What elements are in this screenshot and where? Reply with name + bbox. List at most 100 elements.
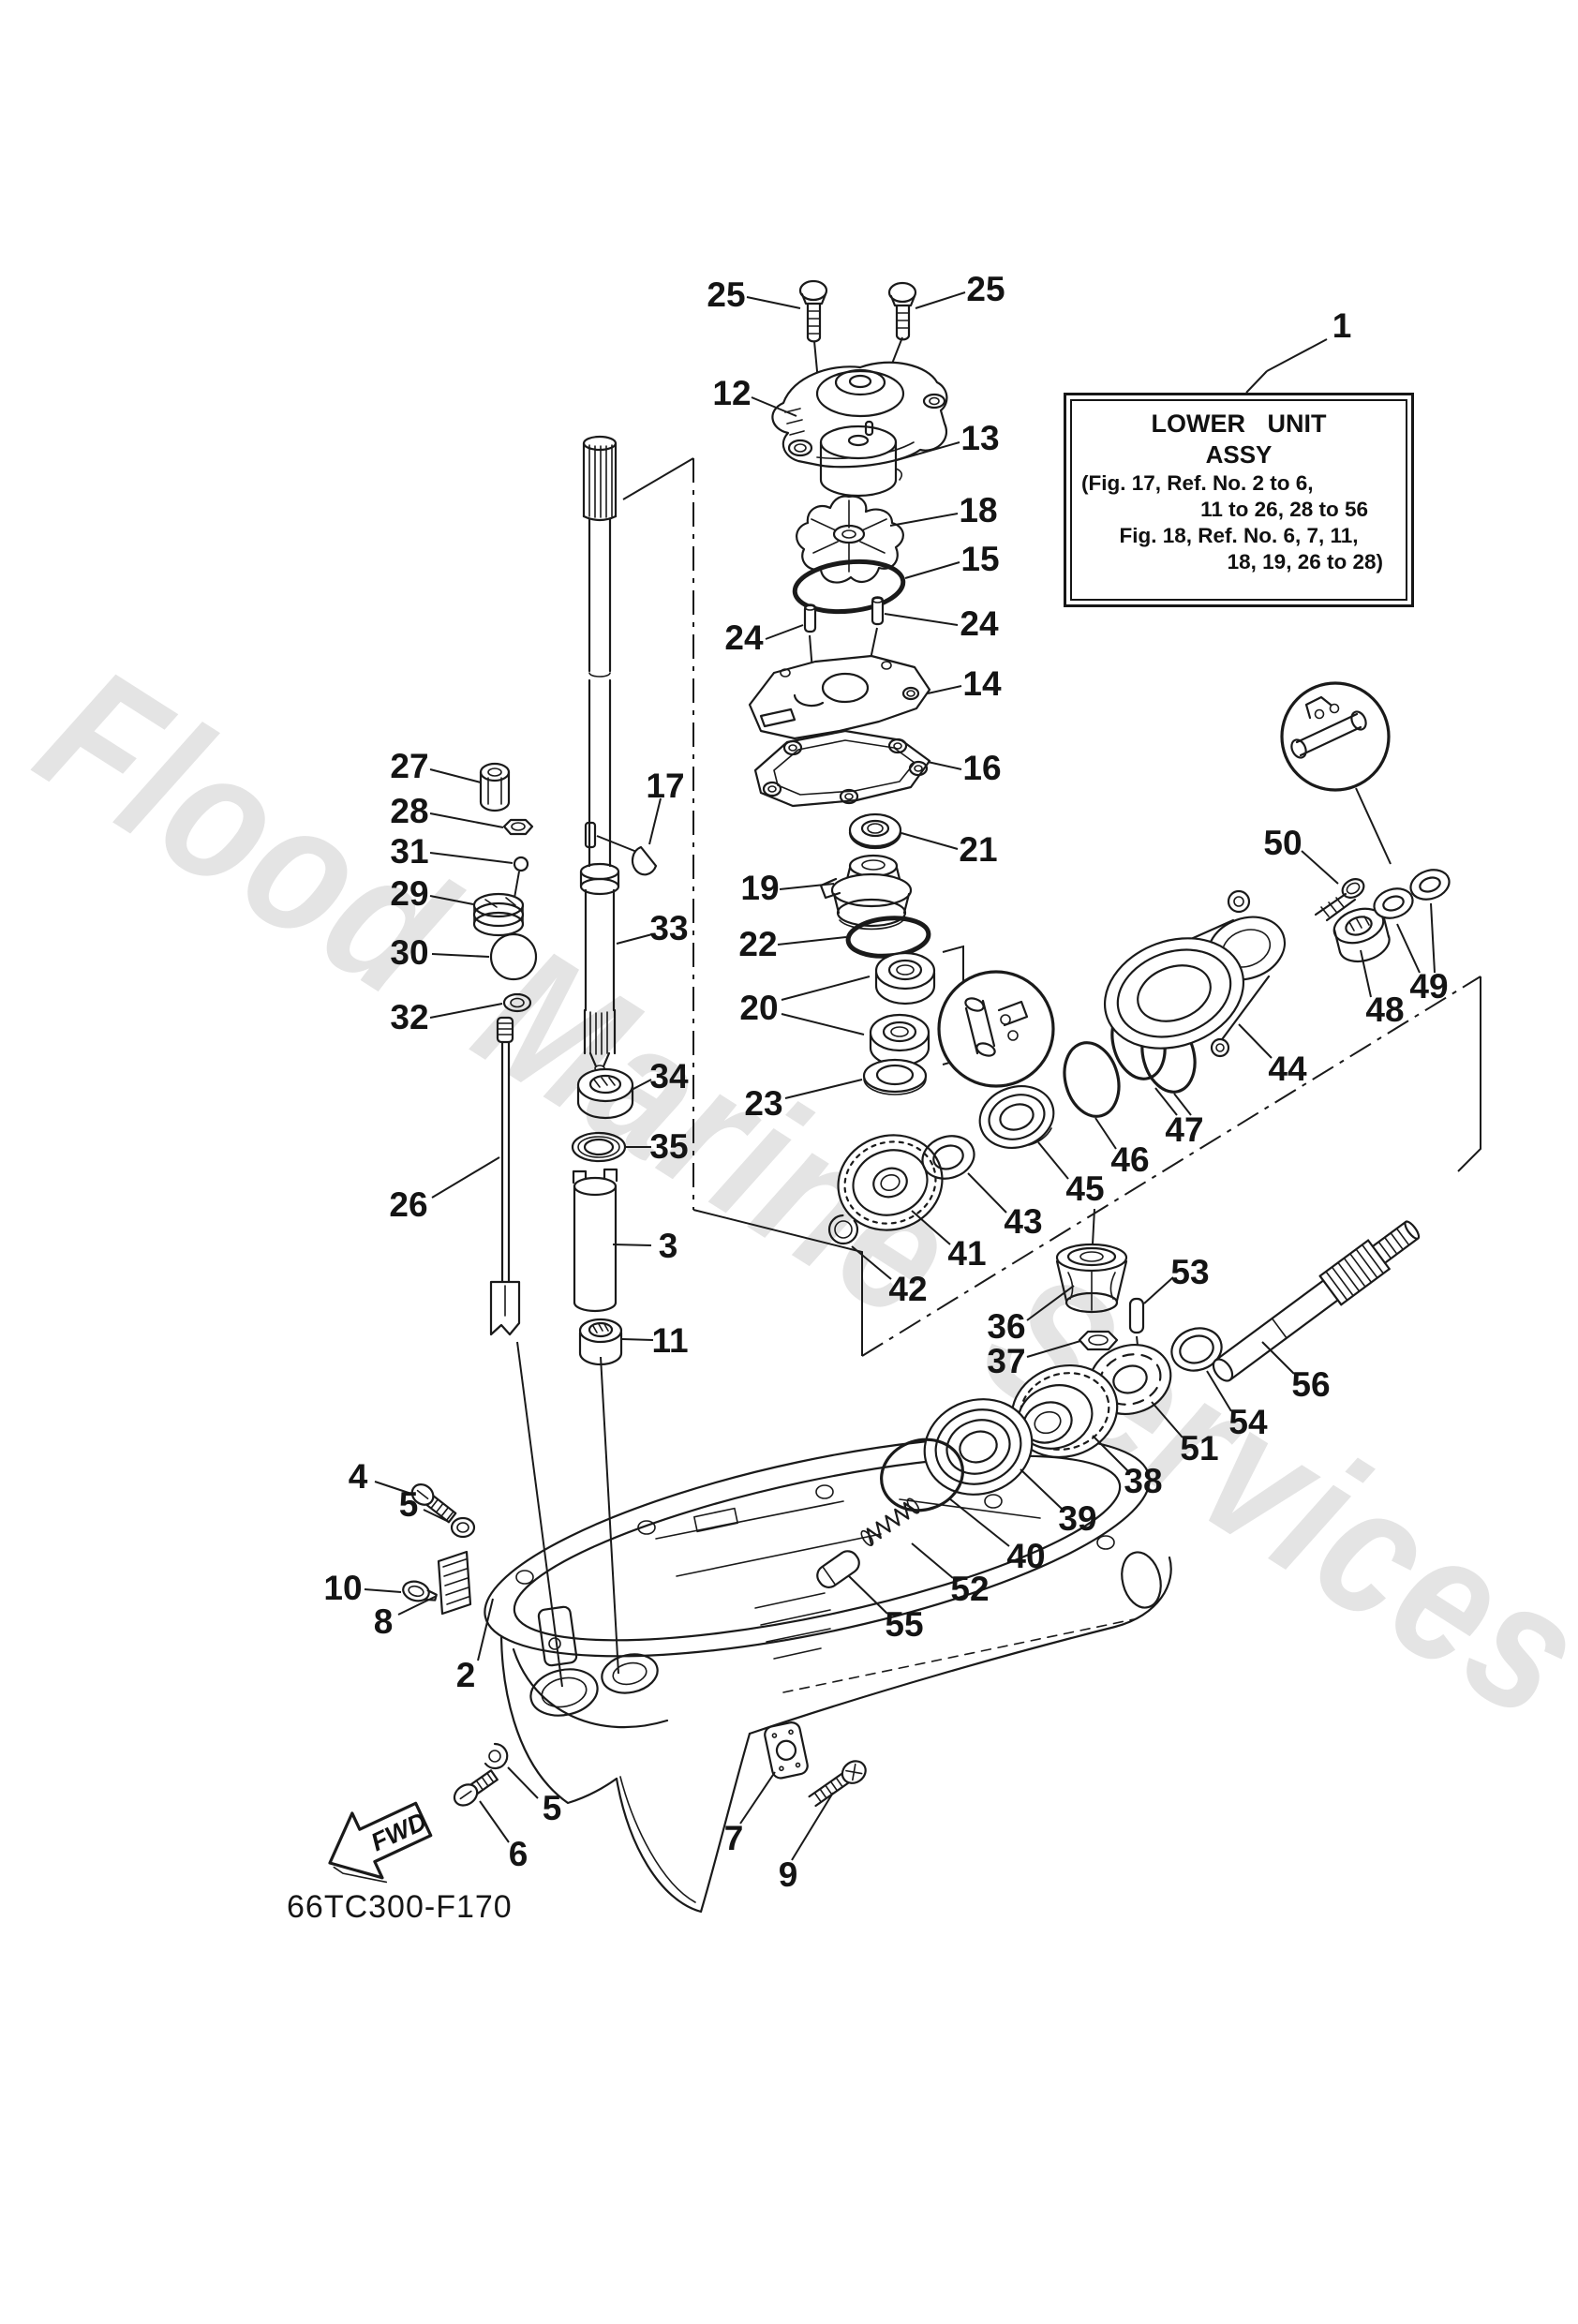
spring-clip-42: [827, 1214, 859, 1245]
propeller-shaft-56: [1212, 1220, 1421, 1382]
callout-42: 42: [888, 1270, 927, 1308]
callout-54: 54: [1228, 1403, 1268, 1441]
oring-22: [845, 916, 931, 959]
callout-23: 23: [744, 1084, 782, 1123]
driveshaft-sleeve-3: [572, 1168, 618, 1313]
washer-32: [502, 992, 532, 1013]
detail-inset-circle: [937, 970, 1055, 1088]
callout-leader-20: [781, 1013, 865, 1035]
callout-leader-37: [1026, 1340, 1081, 1358]
reverse-gear-38: [1010, 1363, 1119, 1459]
bearing-20-lower: [869, 1013, 930, 1067]
callout-leader-38: [1092, 1435, 1129, 1472]
case-fasteners-group: [402, 1483, 867, 1808]
callout-28: 28: [390, 792, 428, 830]
callout-leader-56: [1261, 1341, 1295, 1375]
callout-5: 5: [543, 1789, 562, 1827]
callout-leader-52: [911, 1542, 954, 1579]
spring-52: [860, 1497, 920, 1546]
callout-44: 44: [1268, 1050, 1307, 1088]
callout-leader-51: [1151, 1401, 1184, 1438]
spacer-27: [479, 762, 511, 812]
callout-leader-2: [477, 1598, 494, 1661]
callout-33: 33: [649, 909, 688, 947]
oring-40: [880, 1438, 964, 1512]
pump-oring-15: [792, 559, 906, 615]
drawing-code: 66TC300-F170: [287, 1889, 513, 1925]
callout-31: 31: [390, 832, 428, 871]
callout-leader-49: [1396, 923, 1421, 974]
callout-16: 16: [962, 749, 1001, 787]
water-pump-group: [748, 279, 1055, 1095]
callout-43: 43: [1004, 1202, 1042, 1241]
pump-screw-25-left: [798, 279, 828, 343]
callout-46: 46: [1110, 1140, 1149, 1179]
callout-leader-32: [429, 1003, 503, 1019]
callout-leader-24: [765, 624, 804, 640]
callout-leader-13: [896, 441, 960, 461]
washer-5-upper: [450, 1516, 476, 1539]
callout-32: 32: [390, 998, 428, 1036]
callout-leader-36: [1026, 1285, 1075, 1321]
callout-45: 45: [1065, 1169, 1104, 1208]
seal-pair-49: [1373, 869, 1451, 919]
callout-leader-46: [1094, 1117, 1117, 1150]
lower-unit-assy-box: LOWER UNIT ASSY (Fig. 17, Ref. No. 2 to …: [1064, 393, 1414, 607]
trim-anode-7: [764, 1721, 809, 1780]
callout-leader-30: [431, 953, 490, 958]
screw-6: [453, 1769, 499, 1807]
callout-leader-3: [612, 1244, 652, 1246]
callout-5: 5: [399, 1485, 419, 1524]
callout-leader-33: [616, 933, 653, 945]
plug-10: [402, 1580, 438, 1602]
callout-leader-7: [739, 1771, 776, 1825]
callout-53: 53: [1170, 1253, 1209, 1291]
assy-box-title-line1: LOWER UNIT: [1151, 410, 1327, 438]
callout-39: 39: [1058, 1499, 1096, 1538]
oring-30: [489, 932, 538, 981]
callout-leader-55: [848, 1575, 888, 1615]
bearing-carrier-44: [1103, 889, 1287, 1058]
callout-4: 4: [349, 1457, 368, 1496]
callout-38: 38: [1124, 1462, 1162, 1500]
callout-leader-4: [374, 1481, 415, 1496]
reverse-gear-group: [816, 1363, 1119, 1588]
callout-29: 29: [390, 874, 428, 913]
assy-box-ref-line4: 18, 19, 26 to 28): [1227, 550, 1383, 574]
callout-48: 48: [1365, 991, 1404, 1029]
callout-leader-6: [479, 1800, 510, 1843]
bolt-50: [1314, 878, 1365, 922]
callout-leader-34: [631, 1079, 652, 1091]
callout-leader-19: [779, 883, 835, 890]
seal-housing-19: [819, 854, 913, 931]
callout-leader-24: [884, 613, 959, 626]
callout-51: 51: [1180, 1429, 1218, 1467]
oring-46: [1063, 1041, 1121, 1118]
callout-leader-10: [364, 1588, 402, 1593]
retainer-ring-54: [1170, 1327, 1223, 1372]
callout-41: 41: [947, 1234, 986, 1273]
pump-gasket-16: [753, 729, 931, 808]
callout-47: 47: [1165, 1110, 1203, 1149]
bushing-11: [578, 1318, 623, 1366]
needle-bearing-48: [1332, 907, 1391, 963]
callout-15: 15: [960, 540, 999, 578]
callout-26: 26: [389, 1185, 427, 1224]
callout-leader-50: [1301, 850, 1339, 885]
callout-leader-41: [911, 1210, 951, 1245]
callout-25: 25: [707, 276, 745, 314]
small-oring-31: [513, 856, 529, 872]
callout-leader-23: [784, 1079, 863, 1099]
callout-40: 40: [1006, 1537, 1045, 1575]
callout-leader-1: [1266, 338, 1328, 372]
callout-49: 49: [1409, 967, 1448, 1006]
callout-9: 9: [779, 1855, 798, 1894]
bearing-45: [978, 1085, 1055, 1149]
pinion-gear-41: [837, 1134, 944, 1231]
ball-bearing-39: [923, 1398, 1034, 1496]
assy-box-ref-line1: (Fig. 17, Ref. No. 2 to 6,: [1081, 471, 1314, 495]
gear-case-housing: [484, 1435, 1172, 1914]
callout-leader-43: [967, 1172, 1007, 1214]
callout-leader-9: [791, 1792, 834, 1861]
